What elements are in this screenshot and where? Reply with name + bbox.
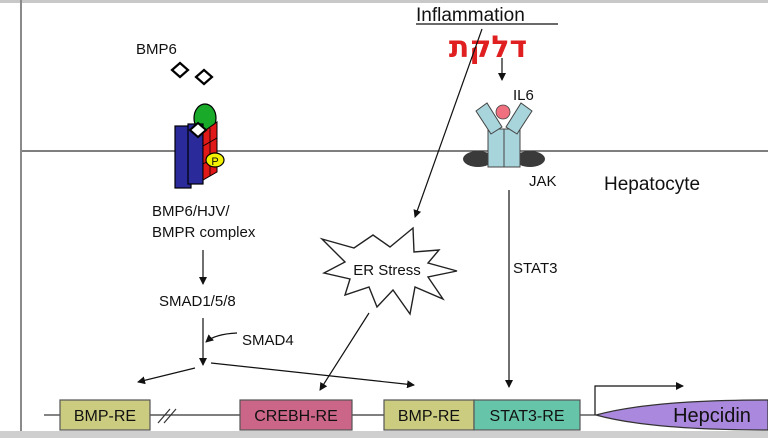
hepcidin-label: Hepcidin <box>673 405 751 427</box>
il6-label: IL6 <box>513 87 534 104</box>
arrow-er-stress-to-crebh <box>319 312 370 391</box>
promoter-element: BMP-RE <box>59 399 151 431</box>
top-frame-bar <box>0 0 768 3</box>
stat3-label: STAT3 <box>513 260 557 277</box>
hepcidin-gene: Hepcidin <box>593 399 768 431</box>
bmp6-ligand-icon <box>194 68 214 86</box>
jak-icon <box>515 151 545 167</box>
il6-ligand-icon <box>495 104 511 120</box>
er-stress-burst-icon <box>319 226 458 316</box>
bmp6-ligand-icon <box>170 61 190 79</box>
stat3-re-label: STAT3-RE <box>490 408 565 425</box>
arrow-smad-to-bmpre2 <box>210 362 415 389</box>
arrow-inflammation-to-er-stress <box>413 28 483 218</box>
phosphate-label: P <box>211 156 218 168</box>
inflammation-label: Inflammation <box>416 5 525 26</box>
transcription-start-arrow <box>594 382 684 415</box>
arrow-smad-to-bmpre1 <box>137 367 196 385</box>
bmp-re-2-label: BMP-RE <box>398 408 460 425</box>
il6-receptor-icon <box>463 102 545 168</box>
bottom-frame-bar <box>0 431 768 438</box>
dna-break-icon <box>157 408 177 424</box>
left-frame-border <box>20 0 22 438</box>
promoter-element: BMP-RE <box>383 399 475 431</box>
bound-bmp6-icon <box>188 121 208 139</box>
bmp-re-1-label: BMP-RE <box>74 408 136 425</box>
bmp-receptor-complex-icon: P <box>174 103 225 189</box>
arrow-smad4-join <box>205 332 238 343</box>
promoter-element: STAT3-RE <box>473 399 581 431</box>
complex-label-line2: BMPR complex <box>152 224 256 241</box>
jak-label: JAK <box>529 173 557 190</box>
smad4-label: SMAD4 <box>242 332 294 349</box>
promoter-element: CREBH-RE <box>239 399 353 431</box>
il6r-subunit-icon <box>487 128 505 168</box>
phosphate-icon <box>205 152 225 168</box>
bmp6-label: BMP6 <box>136 41 177 58</box>
er-stress-label: ER Stress <box>353 262 421 279</box>
crebh-re-label: CREBH-RE <box>254 408 338 425</box>
hepatocyte-label: Hepatocyte <box>604 174 700 195</box>
complex-label-line1: BMP6/HJV/ <box>152 203 230 220</box>
smad158-label: SMAD1/5/8 <box>159 293 236 310</box>
il6r-subunit-icon <box>503 128 521 168</box>
hebrew-inflammation-label: דלקת <box>449 30 527 65</box>
jak-icon <box>463 151 493 167</box>
